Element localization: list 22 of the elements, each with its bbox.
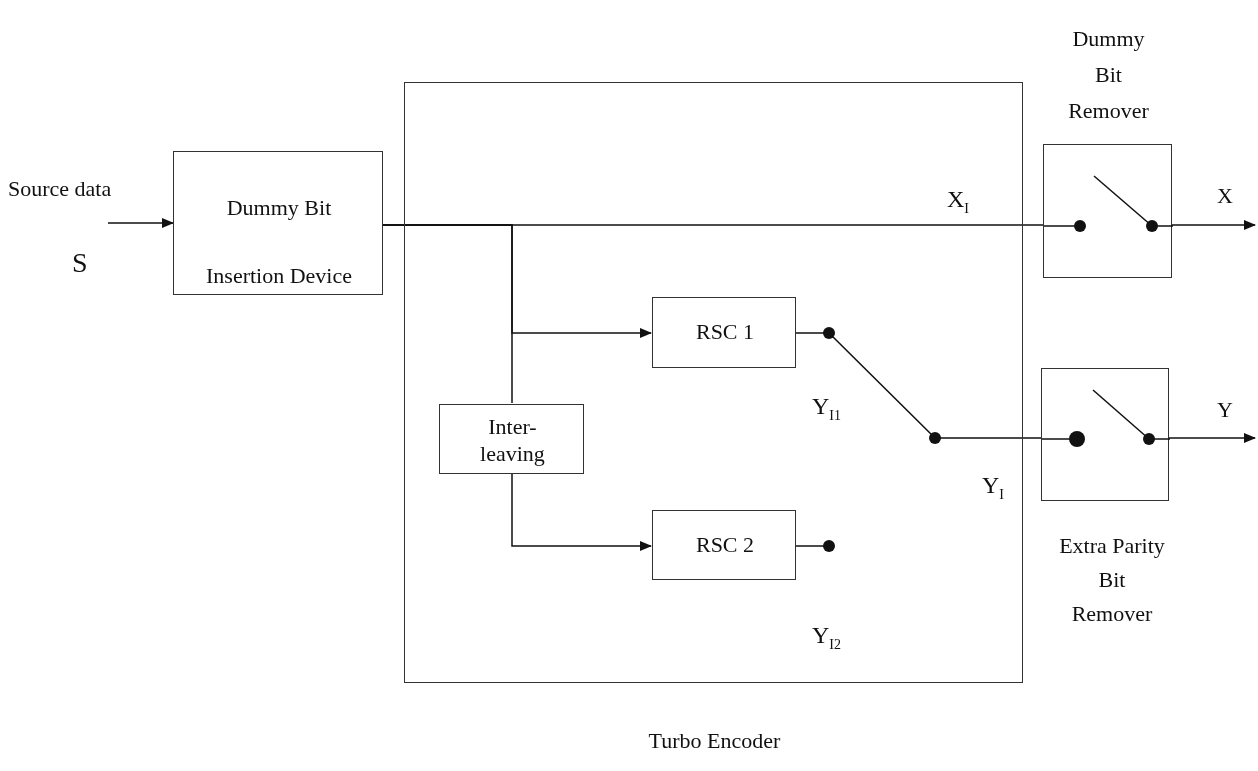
signal-label: Y$_{I1}$: [812, 393, 841, 424]
process-box: [652, 297, 796, 368]
signal-label: S: [72, 247, 88, 279]
box-heading: Turbo Encoder: [647, 728, 782, 754]
box-label: RSC 1: [694, 319, 756, 345]
signal-label: Y$_{I}$: [982, 472, 1004, 503]
box-label: RSC 2: [694, 532, 756, 558]
arrow: [107, 218, 174, 228]
box-heading: Extra Parity Bit Remover: [1058, 532, 1166, 628]
signal-label: Y$_{I2}$: [812, 622, 841, 653]
box-label: Inter- leaving: [479, 413, 546, 467]
connector-line: [794, 332, 1042, 439]
box-label: Dummy Bit Insertion Device: [205, 194, 353, 290]
process-box: [439, 404, 584, 474]
process-box: [652, 510, 796, 580]
signal-label: X$_{I}$: [947, 186, 969, 217]
process-box: [173, 151, 383, 295]
arrow: [511, 472, 652, 551]
box-heading: Dummy Bit Remover: [1067, 25, 1150, 125]
arrow: [1171, 220, 1256, 230]
connector-line: [382, 224, 513, 404]
arrow: [1168, 433, 1256, 443]
